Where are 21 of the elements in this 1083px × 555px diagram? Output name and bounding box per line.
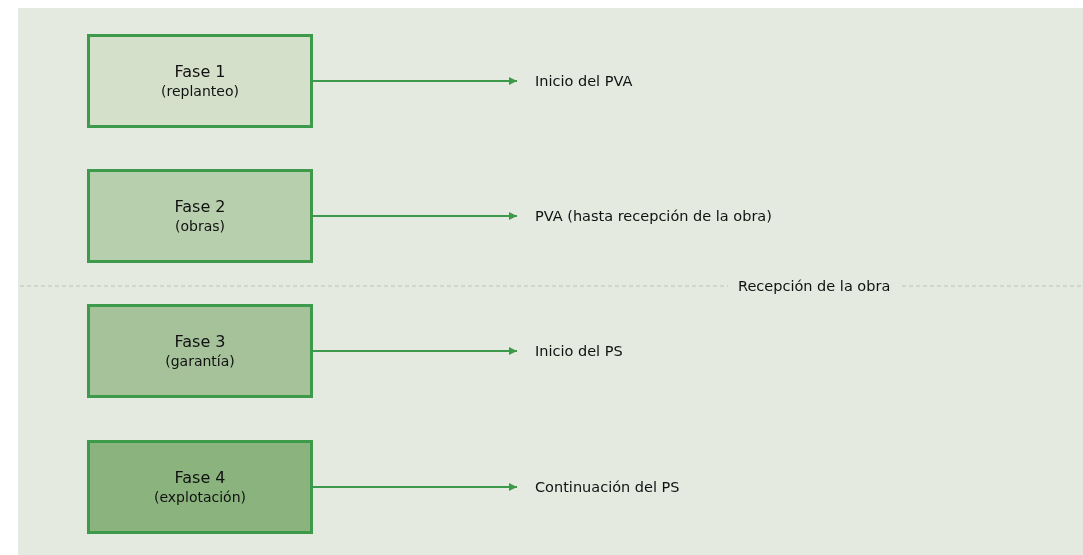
outcome-label: Inicio del PS bbox=[535, 341, 623, 361]
phase-box bbox=[87, 34, 313, 128]
phase-subtitle: (garantía) bbox=[165, 351, 235, 371]
outcome-label: Continuación del PS bbox=[535, 477, 680, 497]
phase-title: Fase 1 bbox=[174, 61, 226, 82]
phase-box bbox=[87, 169, 313, 263]
phase-title: Fase 3 bbox=[174, 331, 226, 352]
arrow bbox=[312, 77, 518, 85]
phase-box bbox=[87, 304, 313, 398]
arrow bbox=[312, 483, 518, 491]
phase-title: Fase 2 bbox=[174, 196, 226, 217]
phase-subtitle: (replanteo) bbox=[161, 81, 239, 101]
outcome-label: Inicio del PVA bbox=[535, 71, 633, 91]
phase-title: Fase 4 bbox=[174, 467, 226, 488]
phase-subtitle: (explotación) bbox=[154, 487, 246, 507]
outcome-label: PVA (hasta recepción de la obra) bbox=[535, 206, 772, 226]
arrow bbox=[312, 212, 518, 220]
arrow bbox=[312, 347, 518, 355]
phase-subtitle: (obras) bbox=[175, 216, 225, 236]
milestone-label: Recepción de la obra bbox=[728, 276, 901, 296]
phase-box bbox=[87, 440, 313, 534]
